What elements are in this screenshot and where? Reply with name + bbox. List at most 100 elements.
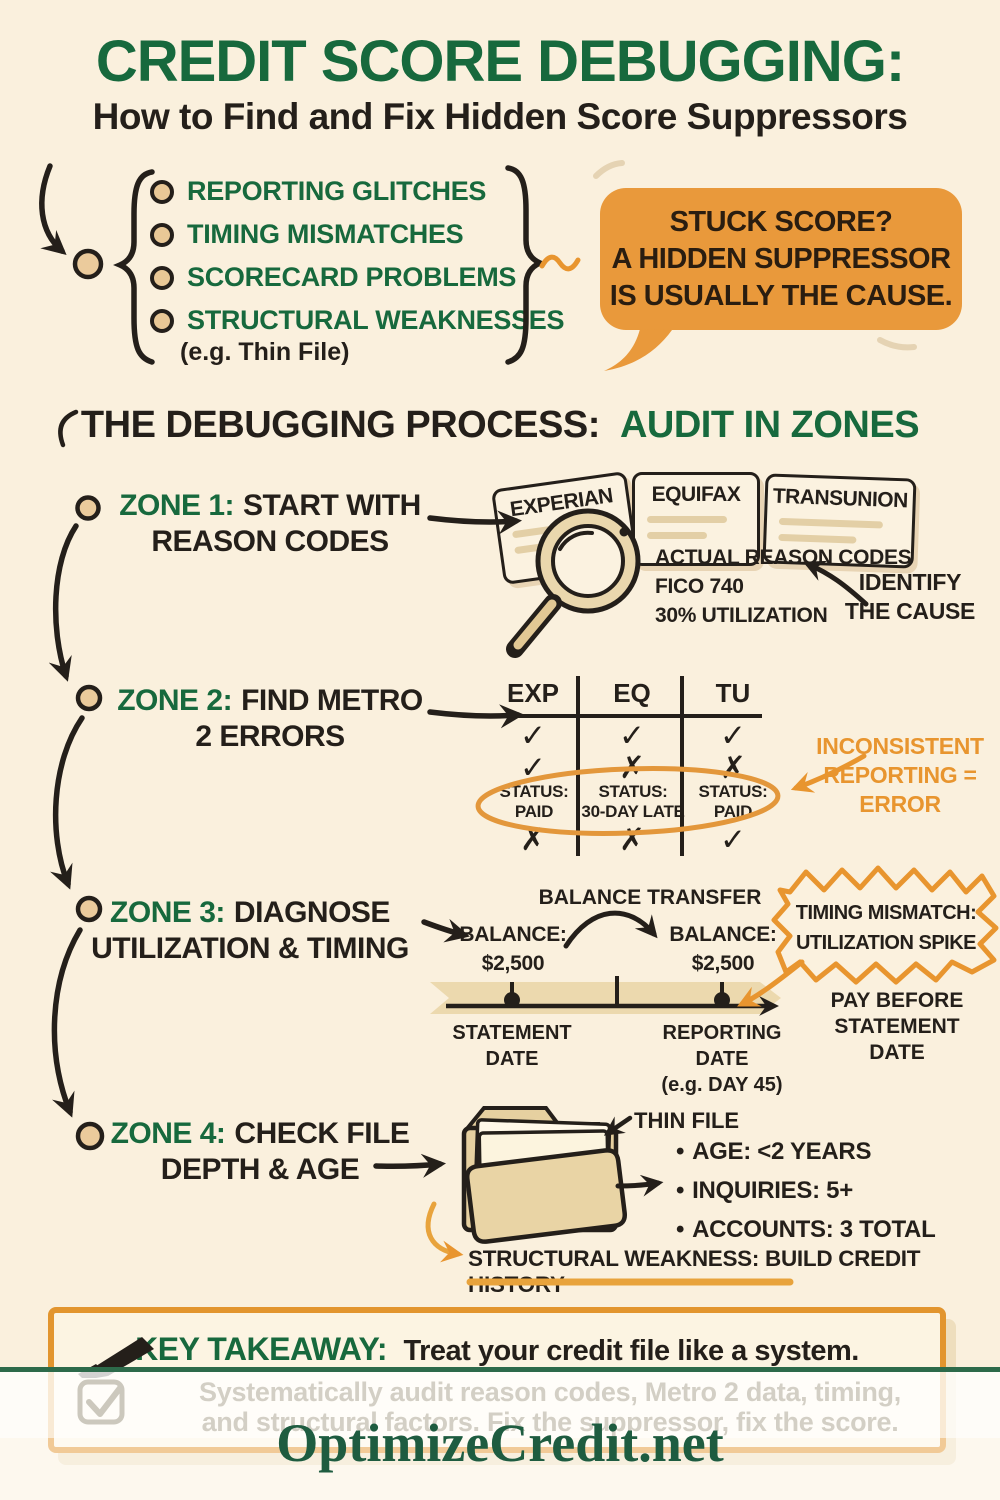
reporting-date-label: REPORTING DATE (e.g. DAY 45) bbox=[661, 1022, 783, 1096]
intro-bullet-item: TIMING MISMATCHES bbox=[150, 219, 464, 250]
table-mark: ✗ bbox=[619, 822, 645, 858]
zone2-node bbox=[75, 684, 103, 712]
spine-arrow-1 bbox=[48, 523, 79, 682]
process-heading-green: AUDIT IN ZONES bbox=[619, 404, 920, 446]
intro-bullet-note: (e.g. Thin File) bbox=[180, 338, 350, 366]
bureau-card-title: EQUIFAX bbox=[651, 483, 741, 506]
file-stats-list: •AGE: <2 YEARS •INQUIRIES: 5+ •ACCOUNTS:… bbox=[676, 1138, 936, 1244]
balance-transfer-arc bbox=[563, 910, 658, 949]
table-mark: ✓ bbox=[720, 718, 746, 754]
zone3-title: DIAGNOSE bbox=[233, 896, 391, 929]
zone3-title-line2: UTILIZATION & TIMING bbox=[91, 932, 409, 965]
site-wordmark: OptimizeCredit.net bbox=[276, 1413, 724, 1473]
key-takeaway-text: Treat your credit file like a system. bbox=[403, 1335, 859, 1367]
balance-transfer-label: BALANCE TRANSFER bbox=[538, 886, 762, 909]
zone2-label: ZONE 2:FIND METRO bbox=[110, 683, 430, 719]
spine-arrow-2 bbox=[50, 715, 85, 890]
bubble-line: A HIDDEN SUPPRESSOR bbox=[611, 242, 951, 275]
intro-arrow bbox=[39, 163, 67, 255]
intro-bullet-label: REPORTING GLITCHES bbox=[187, 176, 487, 206]
zone4-number: ZONE 4: bbox=[110, 1117, 226, 1150]
table-header-tu: TU bbox=[715, 678, 751, 708]
zone4-label: ZONE 4:CHECK FILE bbox=[90, 1116, 430, 1152]
reason-codes-block: ACTUAL REASON CODES FICO 740 30% UTILIZA… bbox=[655, 543, 912, 630]
zone2-arrow bbox=[427, 704, 525, 729]
decor-stroke bbox=[877, 337, 917, 351]
weakness-arrow bbox=[425, 1201, 464, 1263]
bureau-card-equifax: EQUIFAX bbox=[632, 472, 760, 566]
magnifier-handle bbox=[506, 594, 562, 658]
intro-bullet-label: TIMING MISMATCHES bbox=[187, 219, 464, 249]
inconsistent-reporting-callout: INCONSISTENT REPORTING = ERROR bbox=[816, 733, 984, 817]
card-text-line bbox=[647, 532, 707, 539]
zone1-node bbox=[75, 495, 101, 521]
folder-back-tab bbox=[464, 1106, 600, 1146]
process-heading-black: THE DEBUGGING PROCESS: bbox=[80, 404, 600, 446]
table-header-eq: EQ bbox=[613, 678, 651, 708]
file-stat-item: •INQUIRIES: 5+ bbox=[676, 1177, 853, 1204]
bureau-card-experian: EXPERIAN bbox=[490, 471, 640, 585]
folder-front bbox=[464, 1148, 628, 1244]
zone2-title: FIND METRO bbox=[241, 684, 423, 717]
table-mark: ✓ bbox=[520, 750, 546, 786]
status-cell-tu: STATUS: PAID bbox=[698, 782, 768, 821]
balance-after: BALANCE: $2,500 bbox=[669, 923, 777, 975]
thin-file-label: THIN FILE bbox=[634, 1108, 740, 1133]
balance-before: BALANCE: $2,500 bbox=[459, 923, 567, 975]
pay-before-note: PAY BEFORE STATEMENT DATE bbox=[830, 989, 964, 1064]
bullet-circle-icon bbox=[150, 265, 174, 290]
file-stat-item: •ACCOUNTS: 3 TOTAL bbox=[676, 1216, 936, 1243]
bureau-card-title: EXPERIAN bbox=[508, 484, 615, 522]
reason-code-line: 30% UTILIZATION bbox=[655, 604, 828, 627]
key-takeaway-label: KEY TAKEAWAY: bbox=[135, 1331, 388, 1367]
stuck-score-speech-bubble: STUCK SCORE? A HIDDEN SUPPRESSOR IS USUA… bbox=[600, 188, 962, 330]
flow-node bbox=[72, 248, 104, 280]
folder-back bbox=[461, 1125, 619, 1233]
structural-weakness-note: STRUCTURAL WEAKNESS: BUILD CREDIT HISTOR… bbox=[468, 1246, 921, 1297]
bullet-circle-icon bbox=[150, 308, 174, 333]
reason-code-line: FICO 740 bbox=[655, 575, 744, 598]
intro-bullet-item: STRUCTURAL WEAKNESSES bbox=[150, 305, 565, 336]
bureau-card-title: TRANSUNION bbox=[772, 484, 909, 513]
folder-page bbox=[472, 1118, 612, 1226]
page-subtitle: How to Find and Fix Hidden Score Suppres… bbox=[92, 96, 908, 137]
zone4-title: CHECK FILE bbox=[234, 1117, 410, 1150]
intro-bullet-label: STRUCTURAL WEAKNESSES bbox=[187, 305, 565, 335]
status-cell-exp: STATUS: PAID bbox=[499, 782, 569, 821]
statement-dot bbox=[504, 992, 520, 1008]
magnifier-handle-fill bbox=[513, 599, 557, 650]
folder-page bbox=[477, 1129, 611, 1227]
table-header-exp: EXP bbox=[506, 678, 560, 708]
white-overlay-band bbox=[0, 1372, 1000, 1438]
footer-band bbox=[0, 1438, 1000, 1500]
table-mark: ✓ bbox=[619, 718, 645, 754]
zone1-label: ZONE 1:START WITH bbox=[110, 488, 430, 524]
zone3-label: ZONE 3:DIAGNOSE bbox=[60, 895, 440, 931]
timeline-ribbon bbox=[430, 982, 781, 1014]
bullet-circle-icon bbox=[150, 222, 174, 247]
green-divider-line bbox=[0, 1367, 1000, 1372]
timing-mismatch-starburst-text: TIMING MISMATCH: UTILIZATION SPIKE bbox=[795, 902, 977, 954]
card-text-line bbox=[778, 517, 884, 529]
bullet-circle-icon bbox=[150, 179, 174, 204]
reporting-dot bbox=[714, 992, 730, 1008]
brace-left-icon bbox=[113, 169, 155, 365]
page-title: CREDIT SCORE DEBUGGING: bbox=[95, 29, 905, 94]
zone1-title-line2: REASON CODES bbox=[151, 525, 389, 558]
takeaway-detail-line1: Systematically audit reason codes, Metro… bbox=[199, 1377, 901, 1407]
intro-bullet-label: SCORECARD PROBLEMS bbox=[187, 262, 517, 292]
intro-bullet-item: SCORECARD PROBLEMS bbox=[150, 262, 516, 293]
orange-squiggle bbox=[539, 254, 581, 272]
identify-cause-note: IDENTIFY THE CAUSE bbox=[844, 569, 976, 624]
bubble-line: IS USUALLY THE CAUSE. bbox=[609, 279, 953, 312]
table-mark: ✓ bbox=[720, 822, 746, 858]
table-mark: ✗ bbox=[720, 750, 746, 786]
decor-stroke bbox=[593, 160, 625, 179]
statement-date-label: STATEMENT DATE bbox=[452, 1022, 572, 1070]
process-heading: THE DEBUGGING PROCESS: AUDIT IN ZONES bbox=[0, 404, 1000, 447]
checkbox-icon bbox=[76, 1376, 128, 1426]
zone1-number: ZONE 1: bbox=[119, 489, 235, 522]
zone3-number: ZONE 3: bbox=[110, 896, 225, 929]
bubble-tail bbox=[604, 329, 672, 371]
